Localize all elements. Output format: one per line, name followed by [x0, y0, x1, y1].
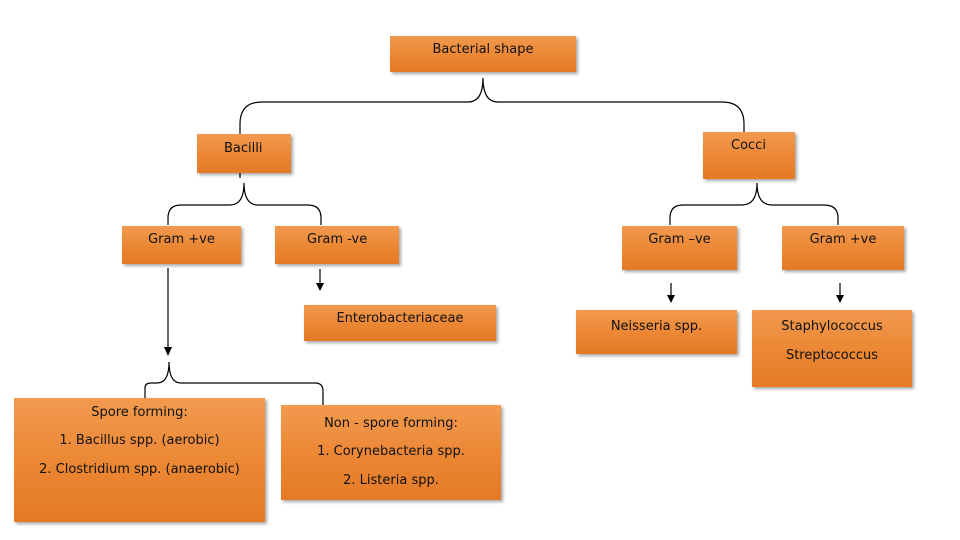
node-non-spore-forming: Non - spore forming: 1. Corynebacteria s… — [281, 405, 501, 500]
arrow-cocci-gram-pos-head — [836, 295, 844, 303]
node-bacterial-shape: Bacterial shape — [390, 36, 576, 72]
node-staphylococcus-label: Staphylococcus — [781, 319, 883, 334]
node-spore-forming-item-2: 2. Clostridium spp. (anaerobic) — [39, 462, 240, 477]
node-non-spore-forming-item-1: 1. Corynebacteria spp. — [317, 444, 465, 459]
node-cocci-gram-positive-examples: Staphylococcus Streptococcus — [752, 310, 912, 387]
arrow-cocci-gram-neg-head — [667, 295, 675, 303]
node-spore-forming: Spore forming: 1. Bacillus spp. (aerobic… — [14, 398, 265, 522]
node-spore-forming-item-1: 1. Bacillus spp. (aerobic) — [59, 433, 220, 448]
node-cocci-gram-positive: Gram +ve — [782, 226, 904, 270]
node-bacilli-gram-positive: Gram +ve — [122, 226, 241, 264]
node-bacilli-label: Bacilli — [224, 141, 263, 156]
node-bacilli: Bacilli — [197, 134, 291, 173]
node-bacilli-gram-negative-label: Gram -ve — [307, 232, 368, 247]
cocci-brace — [669, 182, 839, 225]
node-neisseria: Neisseria spp. — [576, 310, 737, 354]
node-cocci-label: Cocci — [731, 138, 766, 153]
node-enterobacteriaceae: Enterobacteriaceae — [304, 305, 496, 341]
node-cocci-gram-negative: Gram –ve — [622, 226, 737, 270]
node-bacilli-gram-negative: Gram -ve — [275, 226, 399, 264]
node-non-spore-forming-item-2: 2. Listeria spp. — [343, 473, 439, 488]
node-bacterial-shape-label: Bacterial shape — [432, 42, 534, 57]
node-spore-forming-heading: Spore forming: — [91, 405, 188, 420]
node-enterobacteriaceae-label: Enterobacteriaceae — [336, 311, 464, 326]
root-brace — [239, 77, 745, 178]
node-bacilli-gram-positive-label: Gram +ve — [148, 232, 215, 247]
node-neisseria-label: Neisseria spp. — [610, 319, 703, 334]
node-cocci-gram-positive-label: Gram +ve — [809, 232, 877, 247]
arrow-bacilli-gram-pos-head — [164, 347, 172, 356]
spore-brace — [144, 361, 324, 405]
bacilli-brace — [167, 182, 322, 225]
node-cocci: Cocci — [703, 132, 795, 179]
arrow-gram-neg-head — [316, 283, 324, 291]
node-cocci-gram-negative-label: Gram –ve — [648, 232, 711, 247]
node-streptococcus-label: Streptococcus — [785, 348, 879, 363]
node-non-spore-forming-heading: Non - spore forming: — [324, 416, 458, 431]
